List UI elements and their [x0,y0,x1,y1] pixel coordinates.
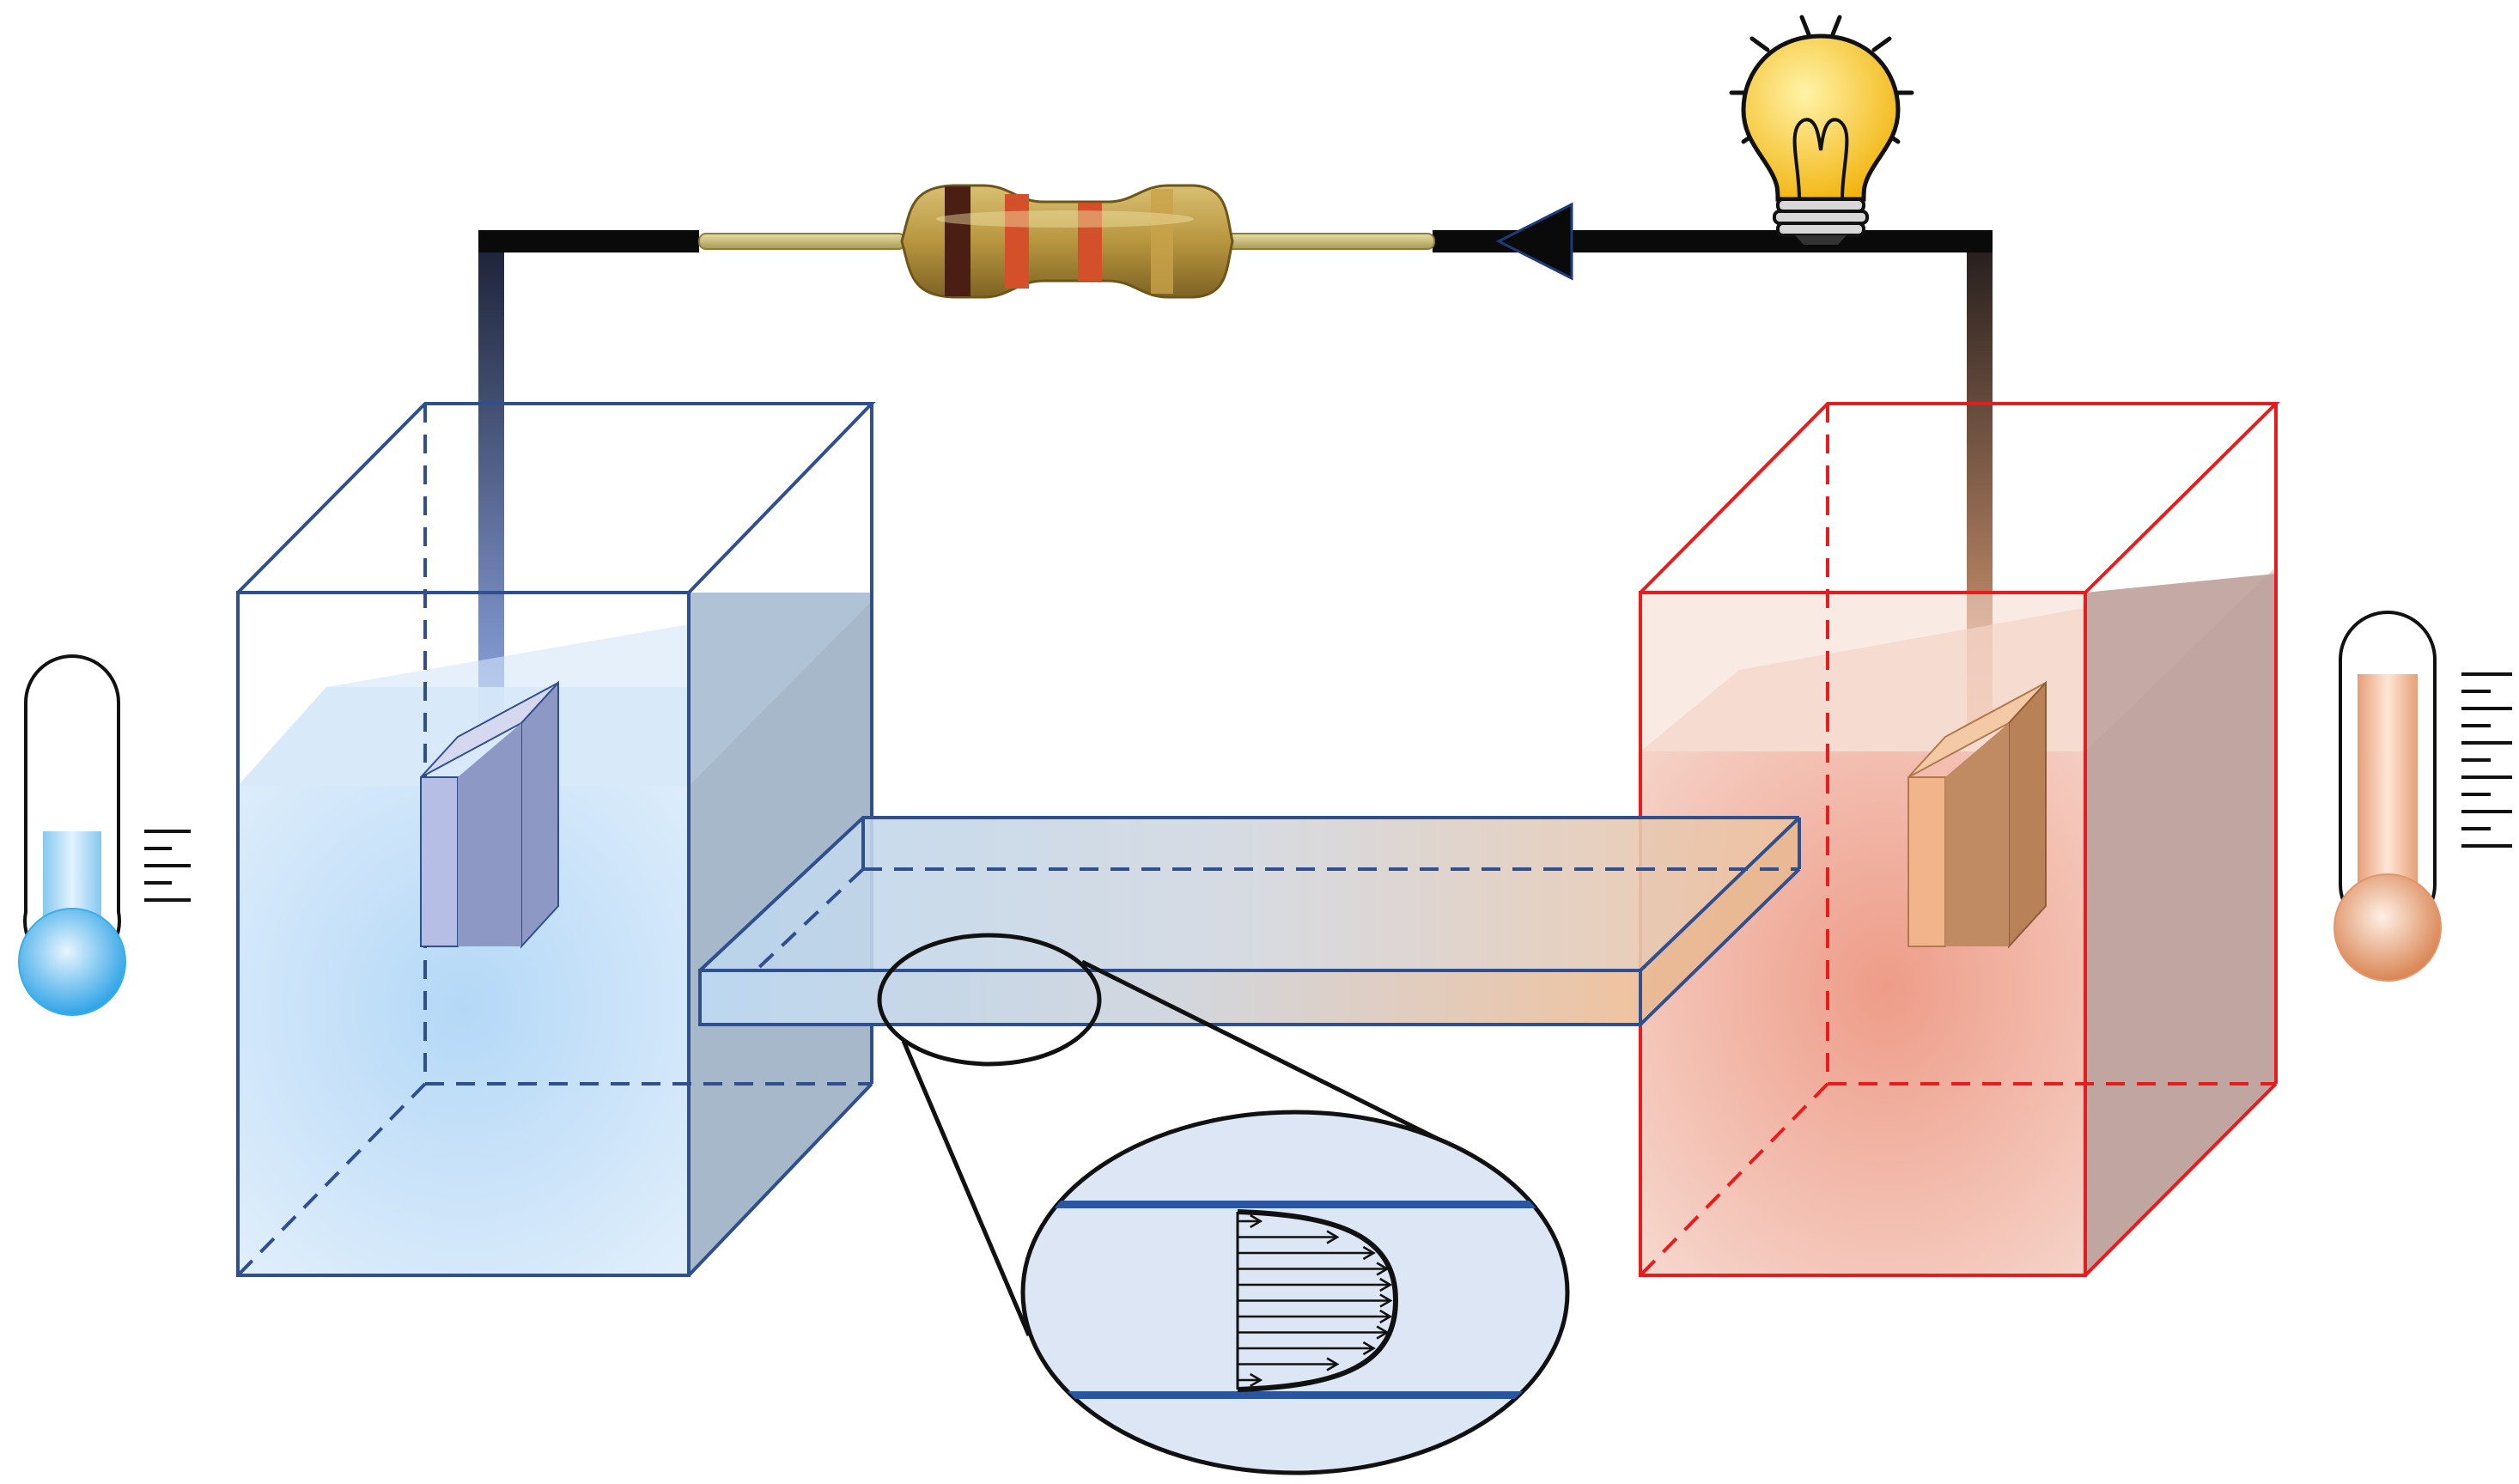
wire-top-left [478,230,699,252]
resistor-icon [698,184,1435,299]
velocity-arrowhead [1326,1357,1340,1371]
parabolic-velocity-profile [1237,1209,1399,1392]
resistor-band-2 [1005,194,1029,289]
velocity-arrows [1238,1213,1393,1388]
hot-electrode [1908,680,2047,949]
velocity-arrowhead [1326,1230,1340,1244]
resistor-band-4 [1151,189,1173,294]
velocity-arrowhead [1379,1309,1393,1324]
cold-electrode-lead [478,232,504,726]
flow-profile-inset [1020,1110,1570,1475]
channel-wall-top [1023,1201,1567,1208]
velocity-arrowhead [1250,1372,1263,1388]
velocity-arrowhead [1379,1293,1393,1308]
channel-wall-bottom [1023,1391,1567,1399]
velocity-arrowhead [1362,1341,1376,1356]
cold-thermometer-icon [18,654,191,1016]
resistor-band-3 [1078,203,1102,281]
velocity-arrowhead [1362,1245,1376,1261]
velocity-arrowhead [1250,1213,1263,1229]
light-bulb-icon [1729,15,1914,245]
velocity-arrowhead [1379,1277,1393,1292]
arrow-left-icon [1495,202,1573,281]
hot-thermometer-icon [2333,611,2512,982]
velocity-arrowhead [1376,1325,1390,1340]
nanochannel [698,816,1801,1026]
cold-electrode [420,680,559,949]
zoom-indicator [877,933,1472,1336]
velocity-arrowhead [1376,1262,1390,1276]
resistor-band-1 [945,186,970,296]
circuit-wire [478,202,1993,728]
